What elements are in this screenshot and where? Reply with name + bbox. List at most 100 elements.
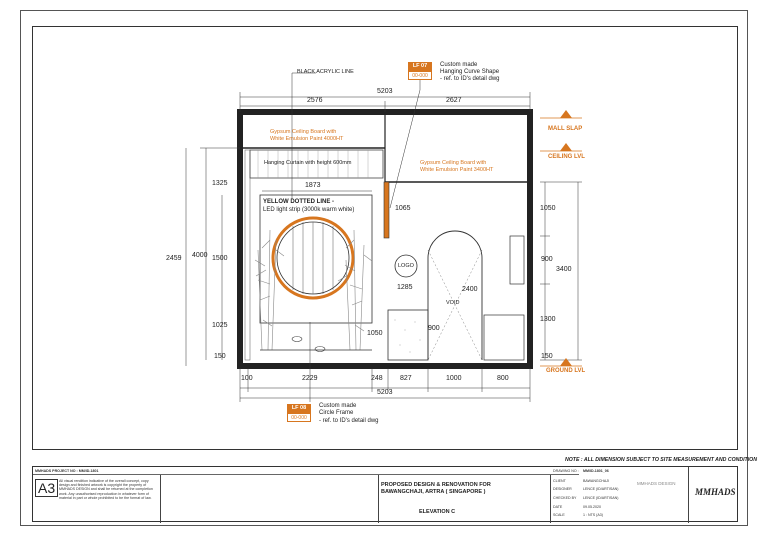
tb-checked: LENCE (ID/ARTISAN)	[583, 496, 619, 500]
dim-top-total: 5203	[377, 88, 393, 95]
tb-size: A3	[35, 479, 59, 497]
tb-size-cell: A3 All visual rendition indicative of th…	[33, 475, 161, 523]
dim-1065: 1065	[395, 205, 411, 212]
leaders	[291, 72, 421, 402]
dim-bottom-total: 5203	[377, 389, 393, 396]
tag-lf07-sub: 00-000	[408, 71, 432, 80]
tb-header-row: MMHADS PROJECT NO : MM/ID-1801	[33, 467, 579, 475]
site-note: NOTE : ALL DIMENSION SUBJECT TO SITE MEA…	[565, 457, 757, 463]
dim-width-1873: 1873	[305, 182, 321, 189]
dim-left-150: 150	[214, 353, 226, 360]
tb-scale: 1 : NTS (A3)	[583, 513, 603, 517]
tb-designer: LENCE (ID/ARTISAN)	[583, 487, 619, 491]
tag-lf07-line1: Custom made	[440, 62, 478, 68]
tb-drawing-title: ELEVATION C	[419, 509, 456, 515]
side-cabinet	[483, 314, 525, 361]
dim-bottom-2229: 2229	[302, 375, 318, 382]
dim-left-2459: 2459	[166, 255, 182, 262]
logo-disc	[394, 254, 418, 278]
dim-1050-small: 1050	[367, 330, 383, 337]
firm-logo: MMHADS	[695, 487, 736, 497]
tb-drawing-no: MM/ID-1801_06	[583, 469, 609, 473]
label-gypsum-right-2: White Emulsion Paint 3400HT	[420, 167, 494, 173]
spotlight-1	[291, 336, 303, 342]
arch-void	[427, 230, 483, 360]
dim-900-void: 900	[428, 325, 440, 332]
tb-designer-label: DESIGNER	[553, 487, 572, 491]
tb-client: BAWANGCHAJI	[583, 479, 610, 483]
tb-project-title-1: PROPOSED DESIGN & RENOVATION FOR	[381, 482, 491, 488]
dim-bottom-827: 827	[400, 375, 412, 382]
drawing-sheet	[20, 10, 748, 526]
bamboo-right	[337, 229, 373, 351]
label-mall-slab: MALL SLAP	[548, 126, 583, 132]
level-markers	[540, 110, 582, 367]
dim-bottom-248: 248	[371, 375, 383, 382]
dim-right-3400: 3400	[556, 266, 572, 273]
dim-2400: 2400	[462, 286, 478, 293]
tag-lf08-line2: Circle Frame	[319, 410, 354, 416]
tb-revision-cell	[161, 475, 379, 523]
circle-frame	[271, 216, 355, 300]
dim-left-1500: 1500	[212, 255, 228, 262]
tag-lf08-sub: 00-000	[287, 413, 311, 422]
dim-right-150: 150	[541, 353, 553, 360]
tb-logo-cell: MMHADS	[689, 467, 739, 523]
dim-right-1050: 1050	[540, 205, 556, 212]
dim-right-1300: 1300	[540, 316, 556, 323]
bamboo-left	[254, 229, 285, 351]
counter	[387, 309, 429, 361]
tb-drawing-no-label: DRAWING NO :	[553, 469, 579, 473]
dim-bottom-800: 800	[497, 375, 509, 382]
circle-bars	[292, 222, 334, 294]
tb-disclaimer: All visual rendition indicative of the o…	[59, 479, 153, 500]
label-ceiling-lvl: CEILING LVL	[548, 154, 585, 160]
side-panel	[244, 149, 251, 361]
dim-1285: 1285	[397, 284, 413, 291]
label-gypsum-left-1: Gypsum Ceiling Board with	[270, 129, 337, 135]
label-gypsum-right-1: Gypsum Ceiling Board with	[420, 160, 487, 166]
tb-checked-label: CHECKED BY	[553, 496, 577, 500]
dim-left-4000: 4000	[192, 252, 208, 259]
curtain-folds	[257, 150, 369, 178]
tag-lf08-line1: Custom made	[319, 403, 357, 409]
label-curtain: Hanging Curtain with height 600mm	[264, 160, 352, 166]
tb-date: 09.05.2020	[583, 505, 601, 509]
label-logo: LOGO	[398, 263, 414, 269]
dim-lines-top	[185, 92, 582, 402]
tag-lf07-line3: - ref. to ID's detail dwg	[440, 76, 500, 82]
dim-left-1325: 1325	[212, 180, 228, 187]
label-black-acrylic: BLACK ACRYLIC LINE	[297, 69, 354, 75]
tb-project-cell: PROPOSED DESIGN & RENOVATION FOR BAWANGC…	[379, 475, 551, 523]
label-led-strip: LED light strip (3000k warm white)	[263, 207, 355, 213]
tag-lf08-line3: - ref. to ID's detail dwg	[319, 418, 379, 424]
tb-project-title-2: BAWANGCHAJI, ARTRA ( SINGAPORE )	[381, 489, 486, 495]
tb-info-cell: DRAWING NO : MM/ID-1801_06 CLIENT BAWANG…	[551, 467, 689, 523]
wall-panel	[509, 235, 525, 285]
dim-top-right: 2627	[446, 97, 462, 104]
hanging-curve	[383, 181, 390, 239]
label-void: VOID	[446, 300, 460, 306]
feature-frame	[259, 194, 373, 324]
dim-top-left: 2576	[307, 97, 323, 104]
dim-right-900: 900	[541, 256, 553, 263]
spotlight-2	[314, 346, 326, 352]
drawing-frame	[32, 26, 738, 450]
dim-bottom-1000: 1000	[446, 375, 462, 382]
dim-bottom-100: 100	[241, 375, 253, 382]
dim-left-1025: 1025	[212, 322, 228, 329]
tag-lf08: LF 08	[287, 404, 311, 413]
tb-client-label: CLIENT	[553, 479, 566, 483]
tb-date-label: DATE	[553, 505, 563, 509]
tb-scale-label: SCALE	[553, 513, 565, 517]
void-cross-2	[427, 249, 483, 361]
title-block: MMHADS PROJECT NO : MM/ID-1801 A3 All vi…	[32, 466, 739, 523]
label-gypsum-left-2: White Emulsion Paint 4000HT	[270, 136, 344, 142]
tag-lf07-line2: Hanging Curve Shape	[440, 69, 500, 75]
tb-firm: MMHADS DESIGN	[637, 481, 676, 486]
tb-project-no: MMHADS PROJECT NO : MM/ID-1801	[35, 469, 99, 473]
tag-lf07: LF 07	[408, 62, 432, 71]
counter-texture	[394, 319, 421, 353]
label-yellow-line: YELLOW DOTTED LINE -	[263, 199, 334, 205]
